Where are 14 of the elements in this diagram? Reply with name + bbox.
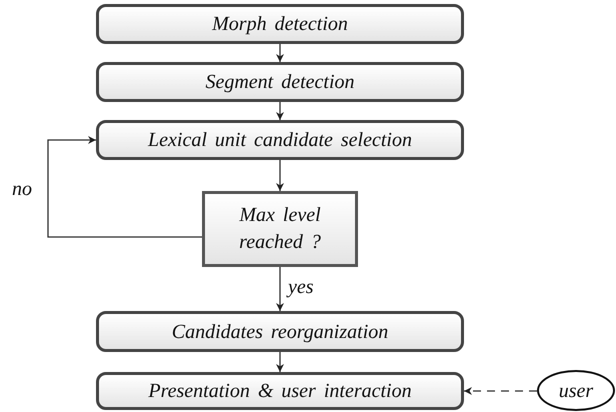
arrow — [276, 44, 284, 62]
process-box: Candidates reorganization — [96, 311, 464, 352]
arrow — [47, 136, 202, 238]
process-box: Morph detection — [96, 4, 464, 44]
arrow — [276, 160, 284, 191]
actor-ellipse: user — [537, 370, 615, 411]
arrow — [276, 267, 284, 311]
arrow — [276, 352, 284, 372]
process-box: Lexical unit candidate selection — [96, 120, 464, 160]
process-box: Segment detection — [96, 62, 464, 102]
arrow — [276, 102, 284, 120]
process-box: Presentation & user interaction — [96, 372, 464, 410]
decision-box: Max level reached ? — [202, 191, 358, 267]
dashed-arrow — [464, 387, 537, 395]
